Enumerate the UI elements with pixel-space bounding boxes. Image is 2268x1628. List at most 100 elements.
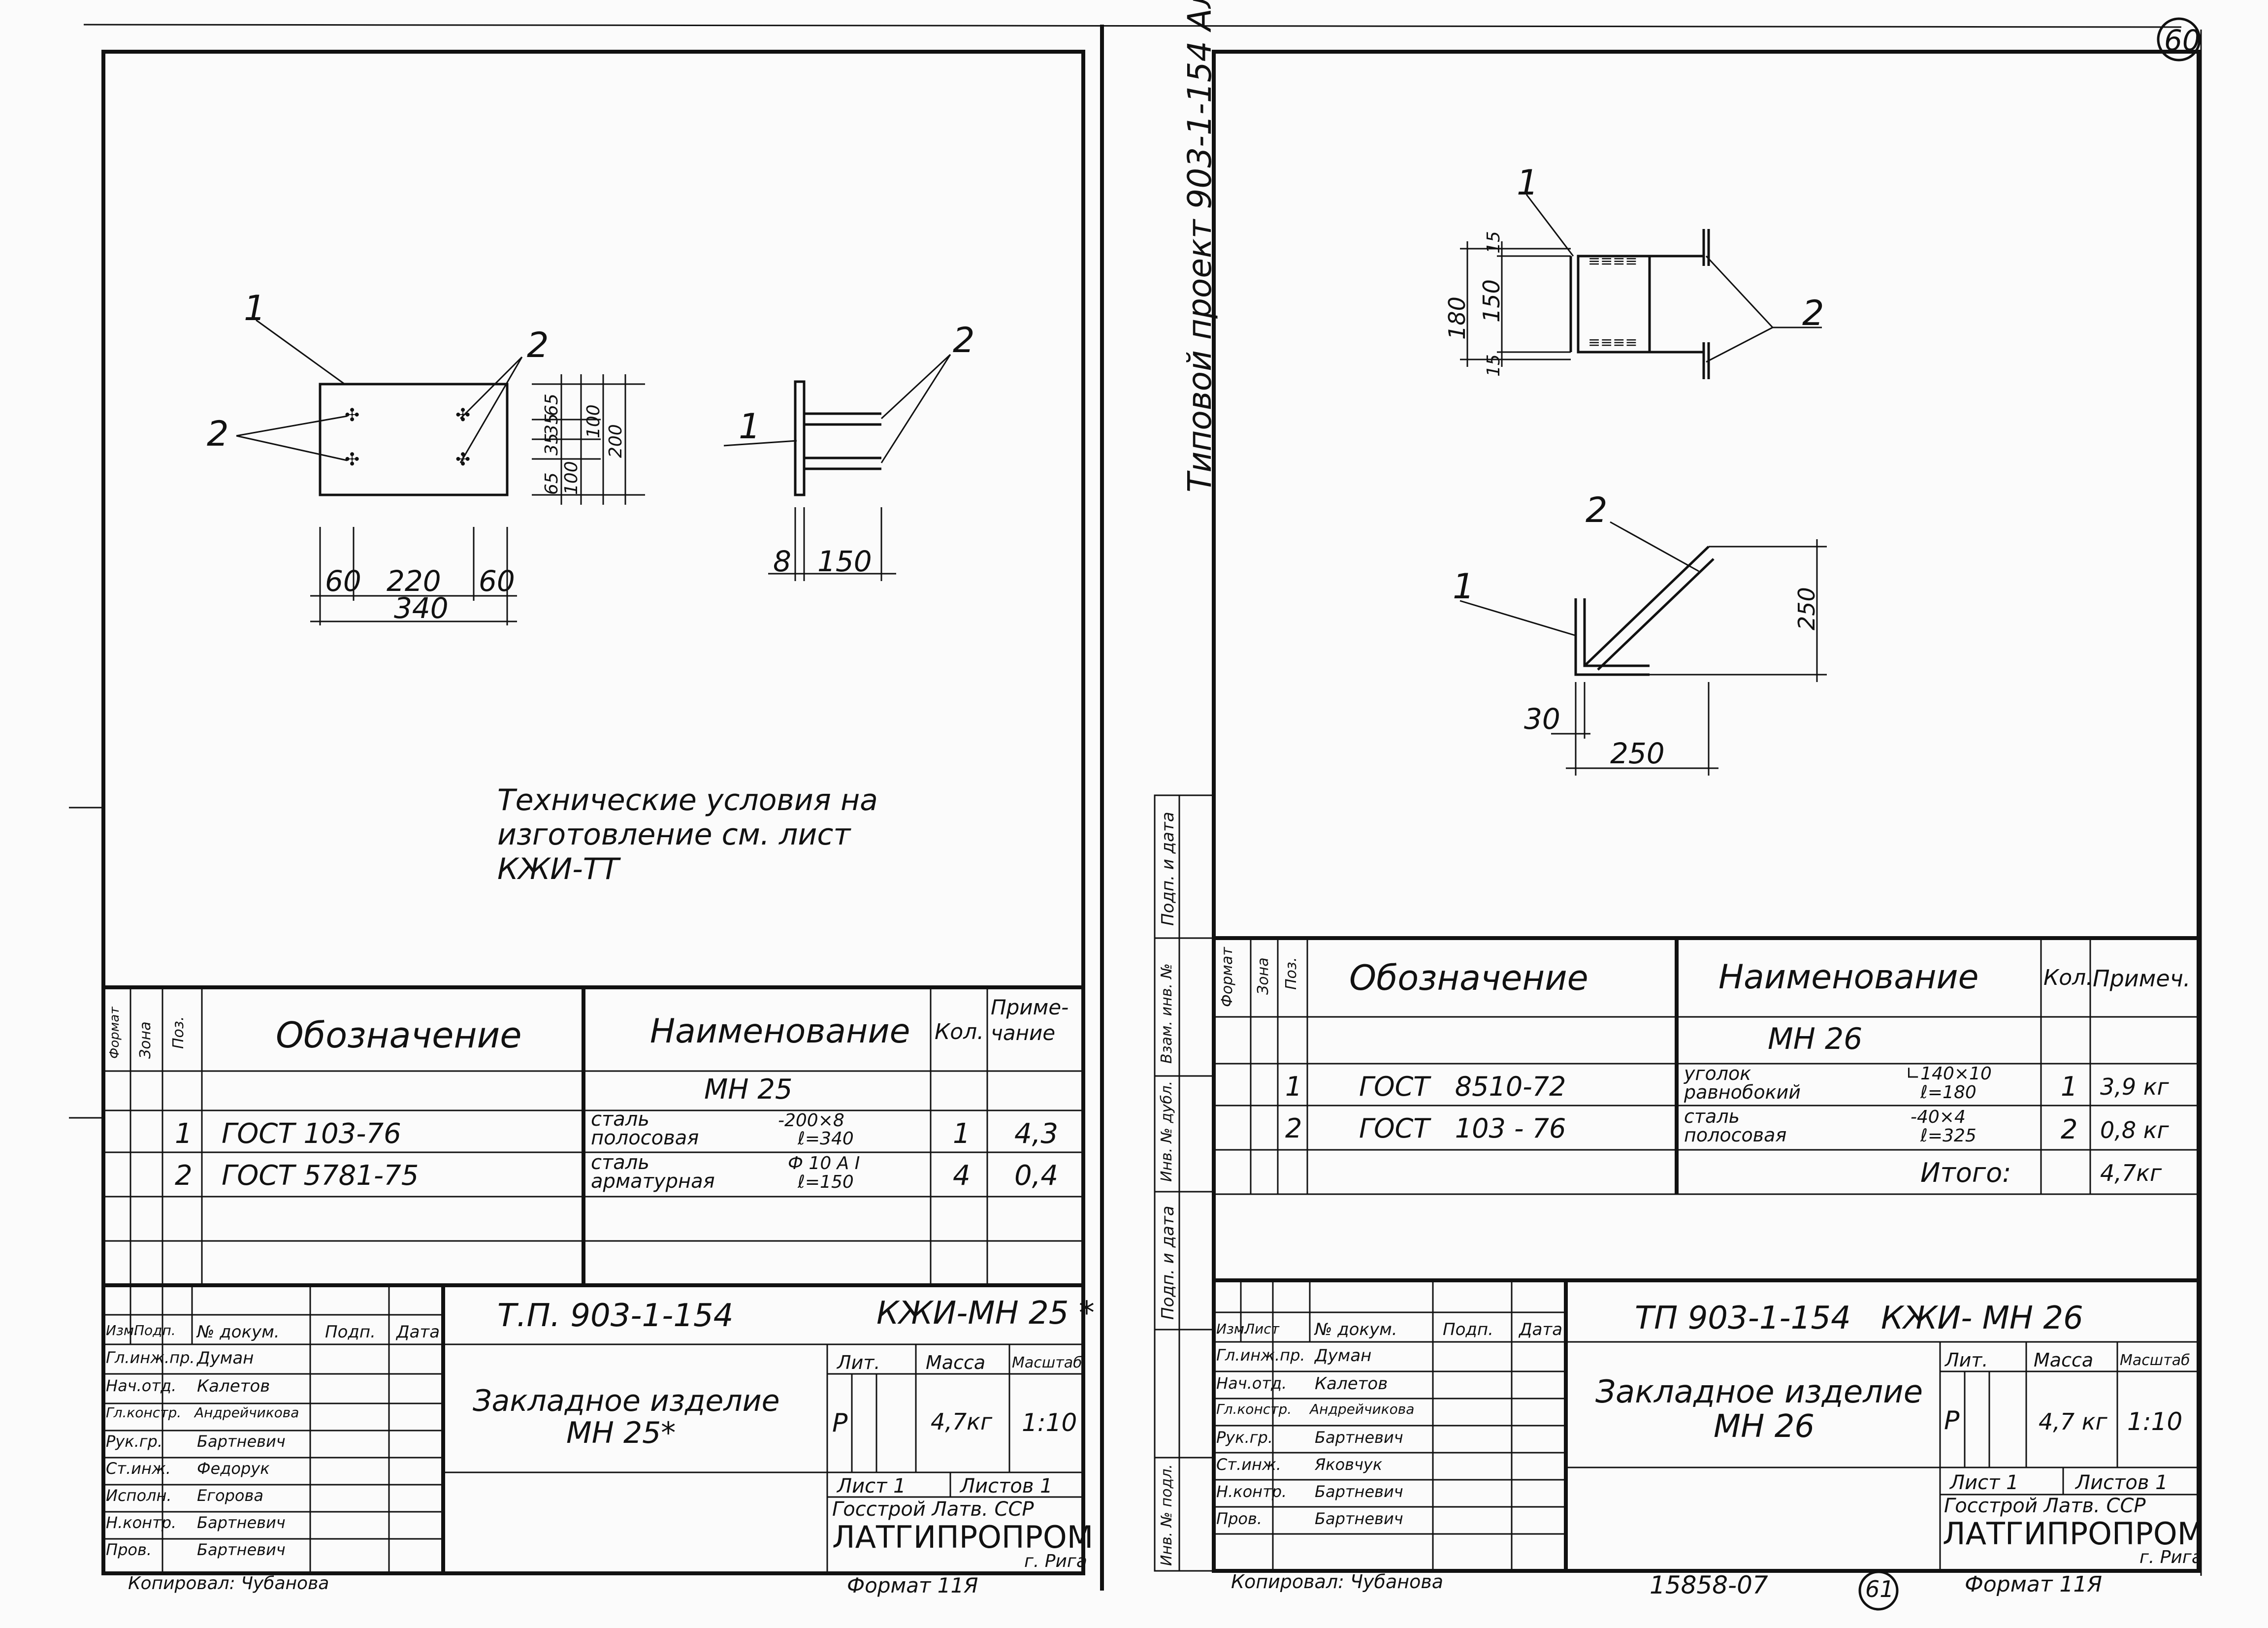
svg-text:2: 2 [1802,293,1824,333]
left-person-7: Бартневич [197,1540,286,1559]
right-role-5: Н.контр. [1216,1482,1287,1501]
left-plate-view: ✣ ✣ ✣ ✣ 1 2 2 60 220 60 340 [207,288,645,625]
right-stamp-org1: Госстрой Латв. ССР [1944,1495,2146,1517]
right-format: Формат 11Я [1965,1572,2103,1597]
left-copied: Копировал: Чубанова [128,1573,329,1594]
left-spec-table [103,985,1083,1287]
svg-text:2: 2 [207,414,229,454]
left-person-5: Егорова [197,1486,263,1505]
left-row2-name-b: арматурная [591,1170,715,1193]
svg-text:65: 65 [542,472,562,495]
left-stamp-lit-label: Лит. [837,1352,880,1373]
bottom-page-number: 61 [1865,1576,1894,1602]
right-role-0: Гл.инж.пр. [1216,1346,1305,1365]
svg-text:8: 8 [773,545,791,578]
left-row2-pos: 2 [175,1160,193,1192]
left-spec-title: МН 25 [704,1074,793,1106]
right-row1-spec-top: ∟140×10 [1906,1064,1992,1084]
right-stamp-sheet: Лист 1 [1950,1471,2019,1494]
right-person-1: Калетов [1315,1374,1388,1394]
left-stamp-city: г. Рига [1024,1551,1087,1571]
left-row2-spec-top: Ф 10 А I [788,1153,860,1173]
right-copied: Копировал: Чубанова [1231,1571,1444,1593]
left-row2-name-a: сталь [591,1151,649,1174]
left-row1-name-a: сталь [591,1108,649,1131]
right-row2-name-a: сталь [1684,1106,1740,1127]
right-role-2: Гл.констр. [1216,1401,1292,1417]
right-row1-spec-bottom: ℓ=180 [1920,1082,1976,1103]
right-spec-table [1214,936,2199,1282]
left-stamp-mass-label: Масса [926,1352,986,1373]
left-row2-designation: ГОСТ 5781-75 [222,1160,419,1192]
right-hdr-qty: Кол. [2043,965,2093,990]
right-row1-qty: 1 [2061,1071,2078,1102]
right-hdr-designation: Обозначение [1349,958,1588,998]
svg-text:65: 65 [542,393,562,416]
right-row2-designation: ГОСТ 103 - 76 [1359,1113,1566,1144]
left-stamp-mass: 4,7кг [931,1408,993,1435]
left-stamp-title2: МН 25* [566,1416,676,1450]
right-col-hdr-1: Лист [1244,1321,1279,1337]
right-hdr-name: Наименование [1718,958,1979,997]
right-col-hdr-0: Изм. [1216,1321,1249,1337]
svg-text:100: 100 [583,404,604,438]
svg-text:100: 100 [561,461,582,495]
right-stamp-lit: Р [1944,1406,1960,1435]
svg-text:60: 60 [479,564,515,598]
right-person-6: Бартневич [1315,1509,1403,1528]
left-role-1: Нач.отд. [106,1376,177,1395]
left-person-4: Федорук [197,1459,270,1478]
left-note-line2: изготовление см. лист [497,817,851,852]
svg-text:35: 35 [542,413,562,436]
right-side-label-4: Инв. № подл. [1158,1464,1175,1566]
left-person-6: Бартневич [197,1513,286,1532]
right-person-2: Андрейчикова [1310,1401,1415,1417]
svg-text:15: 15 [1484,354,1504,377]
left-row1-spec-top: -200×8 [778,1110,844,1131]
left-role-3: Рук.гр. [106,1432,163,1451]
right-stamp-code: ТП 903-1-154 [1635,1300,1851,1336]
right-row2-note: 0,8 кг [2100,1117,2169,1143]
right-row2-spec-bottom: ℓ=325 [1920,1126,1976,1146]
left-row2-spec-bottom: ℓ=150 [798,1172,854,1192]
right-role-6: Пров. [1216,1509,1262,1528]
left-role-7: Пров. [106,1540,152,1559]
left-hdr-note: Приме- чание [991,995,1069,1045]
svg-text:2: 2 [1586,490,1608,530]
left-note-line1: Технические условия на [497,783,878,817]
right-side-label-3: Подп. и дата [1158,1205,1178,1320]
left-person-2: Андрейчикова [194,1404,299,1421]
doc-number: 15858-07 [1650,1571,1768,1599]
left-row1-designation: ГОСТ 103-76 [222,1118,401,1150]
right-col-hdr-2: № докум. [1315,1320,1397,1339]
right-total-label: Итого: [1920,1157,2011,1188]
svg-text:✣: ✣ [345,405,359,425]
right-stamp-city: г. Рига [2139,1547,2203,1567]
page-number-circle [2157,17,2201,62]
left-person-0: Думан [197,1348,254,1368]
left-stamp-title1: Закладное изделие [473,1384,780,1418]
right-stamp-grid [1214,1280,2199,1571]
right-stamp-title1: Закладное изделие [1595,1374,1923,1410]
right-stamp-scale: 1:10 [2127,1407,2183,1436]
left-frame [101,50,1085,1575]
svg-text:2: 2 [527,325,549,365]
bottom-page-number-circle [1858,1570,1899,1611]
left-role-5: Исполн. [106,1486,172,1505]
svg-text:220: 220 [387,564,441,598]
left-hdr-pos: Поз. [170,1016,187,1049]
svg-text:1: 1 [739,406,761,447]
right-row1-pos: 1 [1285,1071,1302,1102]
right-side-column [1154,794,1215,1572]
left-role-4: Ст.инж. [106,1459,171,1478]
right-hdr-pos: Поз. [1283,957,1300,990]
left-col-hdr-0: Изм. [106,1322,138,1338]
svg-text:2: 2 [953,320,975,360]
left-row1-qty: 1 [953,1118,971,1150]
right-frame [1212,50,2201,1573]
svg-text:35: 35 [542,433,562,456]
left-hdr-name: Наименование [650,1012,910,1051]
svg-text:250: 250 [1793,587,1820,630]
svg-text:180: 180 [1444,296,1470,340]
